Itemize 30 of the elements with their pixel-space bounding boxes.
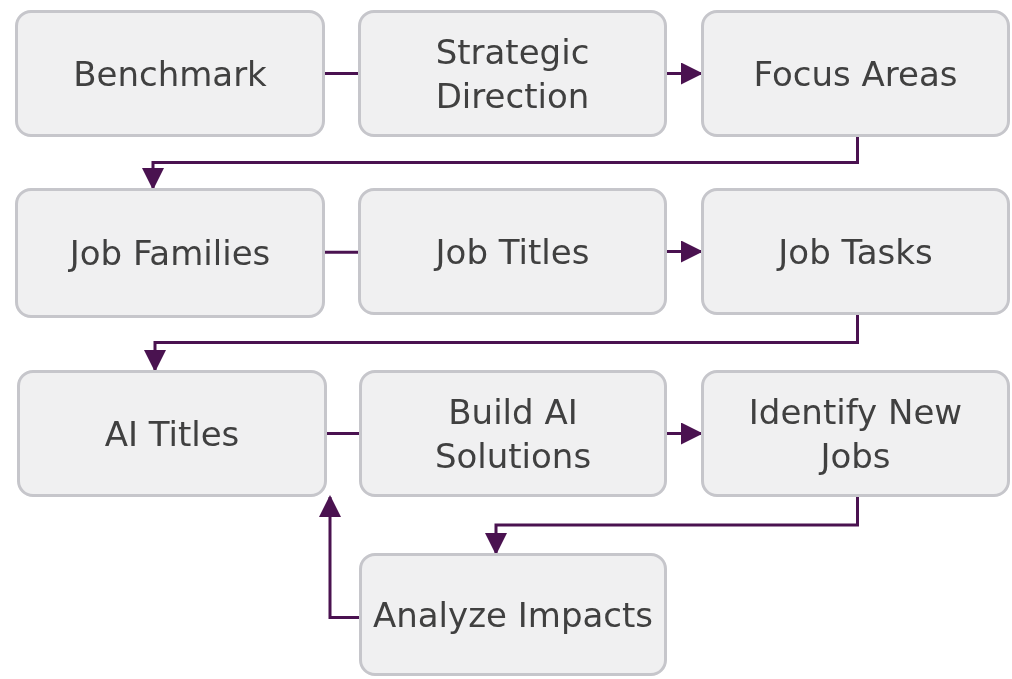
connector-line: [325, 72, 358, 75]
process-box: [701, 370, 1010, 497]
process-box: [17, 370, 327, 497]
connector-line: [327, 432, 359, 435]
process-box: [15, 10, 325, 137]
box-label: AI Titles: [103, 412, 241, 456]
box-label: Strategic Direction: [434, 30, 591, 118]
process-box: [15, 188, 325, 318]
box-label: Job Titles: [432, 230, 591, 274]
box-label: Job Families: [67, 232, 272, 275]
arrow: [667, 240, 703, 263]
box-label: Focus Areas: [752, 52, 959, 96]
process-box: [359, 553, 667, 676]
process-box: [359, 370, 667, 497]
box-label: Identify New Jobs: [747, 390, 964, 478]
arrow: [667, 62, 703, 85]
arrow: [485, 497, 859, 555]
box-label: Job Tasks: [775, 230, 934, 274]
arrow: [667, 422, 703, 445]
arrow: [142, 137, 859, 190]
process-box: [701, 188, 1010, 315]
connector-line: [325, 250, 358, 254]
box-label: Benchmark: [72, 52, 268, 96]
box-label: Build AI Solutions: [433, 390, 593, 478]
process-box: [358, 188, 667, 315]
arrow: [144, 315, 859, 372]
process-box: [701, 10, 1010, 137]
arrow: [319, 495, 359, 619]
process-box: [358, 10, 667, 137]
box-label: Analyze Impacts: [371, 593, 655, 637]
